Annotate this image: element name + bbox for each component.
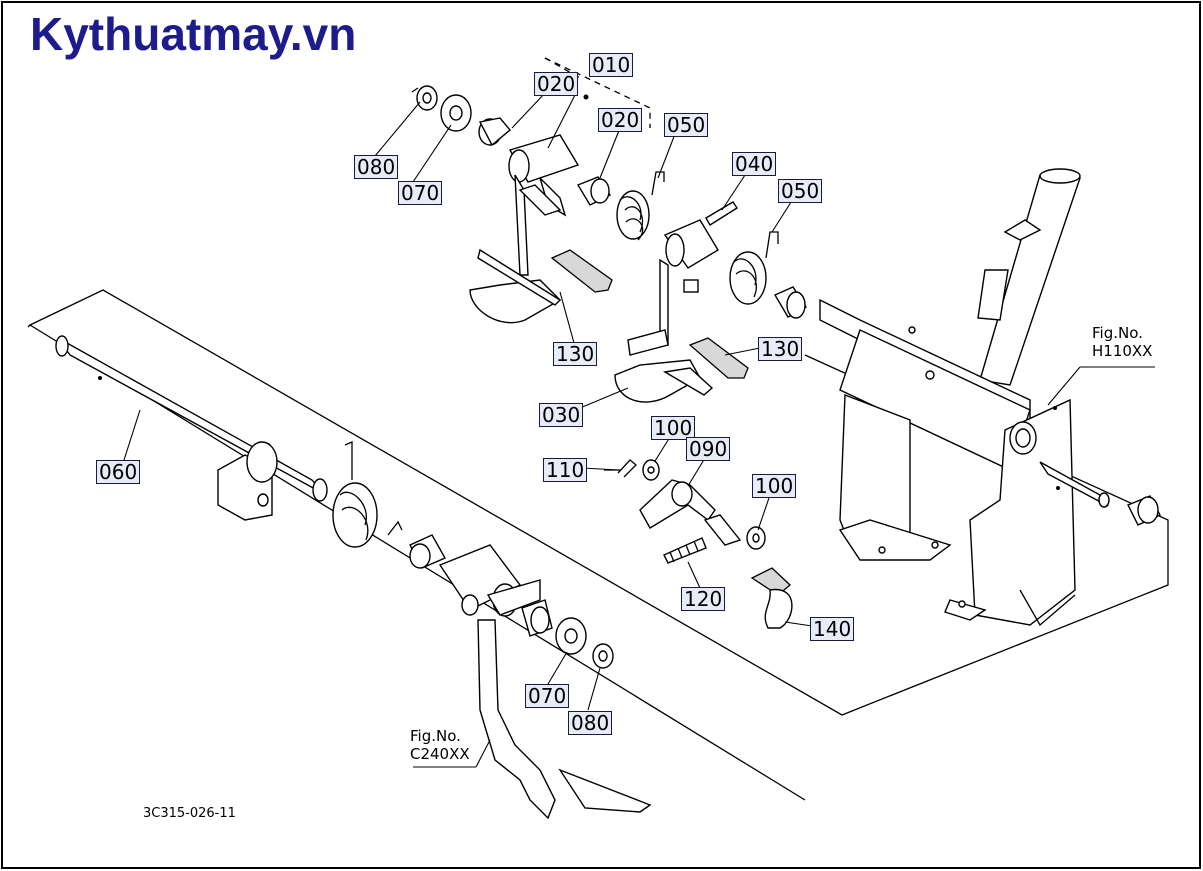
knob-140 [750,567,793,629]
washer-070-bottom [555,617,587,655]
washer-100-b [746,526,766,550]
pin-040 [705,201,738,226]
assembly-bracket [544,57,651,128]
figref-c240xx-line1: Fig.No. [410,727,461,745]
bushing-right [773,286,807,319]
tension-spring-120 [663,537,707,564]
snap-ring-080-bottom [592,643,614,669]
callout-100-a: 100 [651,416,696,440]
callout-080-top: 080 [354,155,399,179]
pedal-arm-upper [469,134,580,324]
callout-060: 060 [96,460,141,484]
callout-110: 110 [543,458,588,482]
drawing-code: 3C315-026-11 [143,806,236,821]
callout-140: 140 [810,617,855,641]
cotter-pin-110 [604,459,637,478]
callout-130-upper: 130 [553,342,598,366]
figref-h110xx-line2: H110XX [1092,342,1153,360]
bushing-lower-b [521,599,553,637]
callout-050-b: 050 [778,179,823,203]
support-frame-h110xx [819,168,1110,627]
return-spring-lower [332,441,403,548]
pedal-assembly-lower [438,544,652,820]
callout-090: 090 [686,437,731,461]
callout-020-mid: 020 [598,108,643,132]
pedal-pad-130-lower [662,337,749,396]
pedal-shaft-060 [55,335,328,521]
bushing-lower [409,534,446,569]
figref-h110xx: Fig.No. H110XX [1092,324,1152,360]
figref-h110xx-line1: Fig.No. [1092,324,1143,342]
site-title: Kythuatmay.vn [30,8,357,60]
washer-070-top [440,94,472,132]
callout-050-a: 050 [664,113,709,137]
pedal-arm-lower [614,219,719,403]
callout-130-lower: 130 [758,337,803,361]
lock-lever-090 [639,479,742,546]
pedal-pad-130-upper [550,249,613,293]
callout-040: 040 [732,152,777,176]
figref-c240xx-line2: C240XX [410,745,470,763]
callout-070-bottom: 070 [525,684,570,708]
callout-010: 010 [589,53,634,77]
figref-c240xx: Fig.No. C240XX [410,727,470,763]
callout-100-b: 100 [752,474,797,498]
bushing-020-mid [576,176,612,206]
bushing-020-top [478,117,511,147]
callout-030: 030 [539,403,584,427]
snap-ring-080-top [411,85,438,111]
washer-100-a [642,459,660,481]
callout-080-bottom: 080 [568,711,613,735]
leader-lines [123,92,1155,768]
callout-070-top: 070 [398,181,443,205]
torsion-spring-050-a [616,171,665,241]
callout-020-top: 020 [534,72,579,96]
torsion-spring-050-b [729,231,779,305]
callout-120: 120 [681,587,726,611]
frame-end-bushing [1127,495,1161,526]
